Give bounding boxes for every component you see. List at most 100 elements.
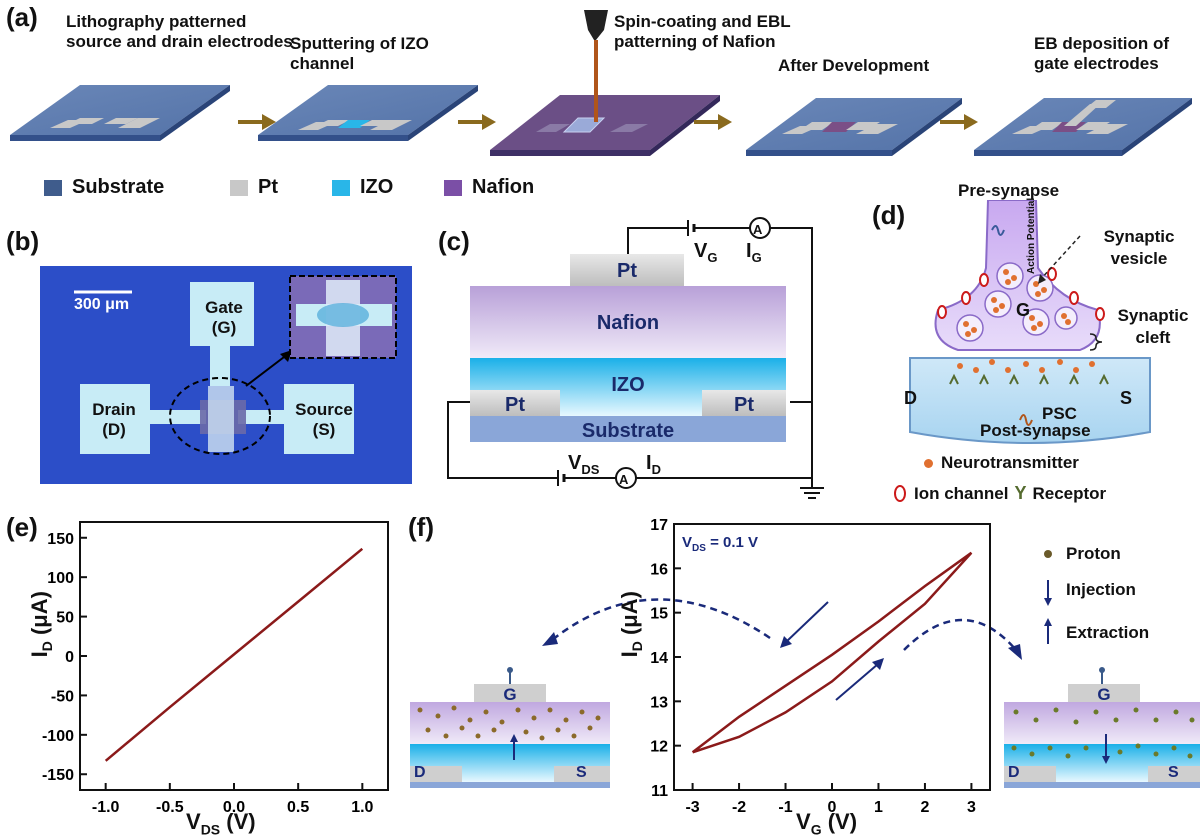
gate-label: Gate(G) [196,298,252,338]
x-tick-label: 2 [920,799,929,816]
vds-sub: DS [581,462,600,477]
micrograph-image [40,266,412,484]
panel-label-a: (a) [6,2,38,32]
vds-annotation-val: = 0.1 V [705,534,759,551]
chart-e-xlabel-sub: DS [200,821,221,838]
action-potential-label: Action Potential [1026,197,1037,274]
right-inset-s: S [1168,764,1179,781]
substrate-label: Substrate [581,420,675,442]
arrow-3 [694,114,732,130]
left-inset-s: S [576,764,587,781]
x-tick-label: 0.5 [287,799,309,816]
x-tick-label: 1.0 [351,799,373,816]
slab-step-4 [746,98,962,156]
chart-f-ylabel: ID (μA) [617,579,645,669]
legend-izo: IZO [332,176,393,199]
chart-f-xlabel-sub: G [810,821,822,838]
y-tick-label: 50 [56,610,74,627]
vg-label: VG [694,240,717,265]
arrow-2 [458,114,496,130]
d-label: D [904,388,917,408]
fabrication-steps-diagram [10,10,1192,156]
panel-label-e: (e) [6,512,38,542]
nafion-label: Nafion [596,312,660,334]
left-inset-g: G [503,685,517,704]
y-tick-label: 11 [651,783,668,800]
gate-label-text: Gate [205,298,243,317]
extraction-legend: Extraction [1066,623,1150,642]
legend-izo-label: IZO [360,176,394,198]
legend-pt-label: Pt [258,176,278,198]
neurotransmitter-legend: Neurotransmitter [924,453,1079,473]
slab-step-3 [490,10,720,156]
chart-e-ylabel-sub: D [39,641,56,652]
receptor-icon: Y [1014,483,1027,503]
arrow-1 [238,114,276,130]
chart-f-series-line [691,551,973,754]
id-label: ID [646,452,661,477]
source-label: Source(S) [286,400,362,440]
right-inset-d: D [1008,764,1020,781]
legend-substrate: Substrate [44,176,164,199]
y-tick-label: 15 [650,606,668,623]
vds-annotation-main: V [682,534,693,551]
chart-f-ylabel-main: I [616,651,642,658]
legend-substrate-label: Substrate [72,176,165,198]
x-tick-label: 0 [828,799,837,816]
y-tick-label: 12 [650,739,668,756]
panel-label-b: (b) [6,226,40,256]
y-tick-label: -150 [42,767,74,784]
vg-main: V [694,240,708,262]
synapse-diagram [909,200,1151,444]
ion-channel-text: Ion channel [914,483,1009,503]
x-tick-label: 1 [874,799,883,816]
legend-nafion-label: Nafion [472,176,535,198]
receptor-text: Receptor [1032,483,1107,503]
ammeter-gate-label: A [753,222,763,237]
chart-f-xlabel: VG (V) [796,809,857,837]
panel-label-f: (f) [408,512,434,542]
source-label-text: Source [295,400,353,419]
step-5-text: EB deposition of gate electrodes [1034,34,1170,73]
chart-f-xlabel-main: V [796,809,811,834]
x-tick-label: -1.0 [92,799,120,816]
panel-f-insets [410,550,1200,788]
ig-label: IG [746,240,762,265]
gate-pt-label: Pt [617,260,637,282]
right-pt-layer [702,390,786,416]
left-inset-d: D [414,764,426,781]
pre-synapse-label: Pre-synapse [958,181,1060,200]
chart-e-ylabel: ID (μA) [27,579,55,669]
dashed-arrow-right [903,618,1017,651]
arrow-4 [940,114,978,130]
vds-annotation: VDS = 0.1 V [682,534,758,554]
y-tick-label: -100 [42,728,74,745]
drain-label: Drain(D) [86,400,142,440]
chart-f-ylabel-sub: D [629,641,646,652]
chart-f-xlabel-unit: (V) [821,809,858,834]
id-main: I [646,452,652,474]
legend-swatch-izo [332,179,350,196]
synaptic-vesicle-label: Synaptic vesicle [1103,227,1175,268]
panel-label-c: (c) [438,226,470,256]
x-tick-label: -2 [732,799,746,816]
legend-pt: Pt [230,176,278,199]
step-4-text: After Development [778,56,930,75]
ion-channel-icon [894,485,906,502]
izo-label: IZO [611,374,645,396]
step-2-text: Sputtering of IZO channel [290,34,429,73]
post-synapse-label: Post-synapse [980,421,1091,440]
legend-swatch-substrate [44,179,62,196]
y-tick-label: 17 [650,517,668,534]
left-pt-label: Pt [505,394,525,416]
chart-f-ylabel-unit: (μA) [616,591,642,642]
legend-swatch-pt [230,179,248,196]
injection-legend: Injection [1066,580,1136,599]
right-inset-g: G [1097,685,1111,704]
slab-step-1 [10,85,230,141]
drain-abbr: (D) [102,420,126,439]
left-pt-layer [470,390,560,416]
right-pt-label: Pt [734,394,754,416]
